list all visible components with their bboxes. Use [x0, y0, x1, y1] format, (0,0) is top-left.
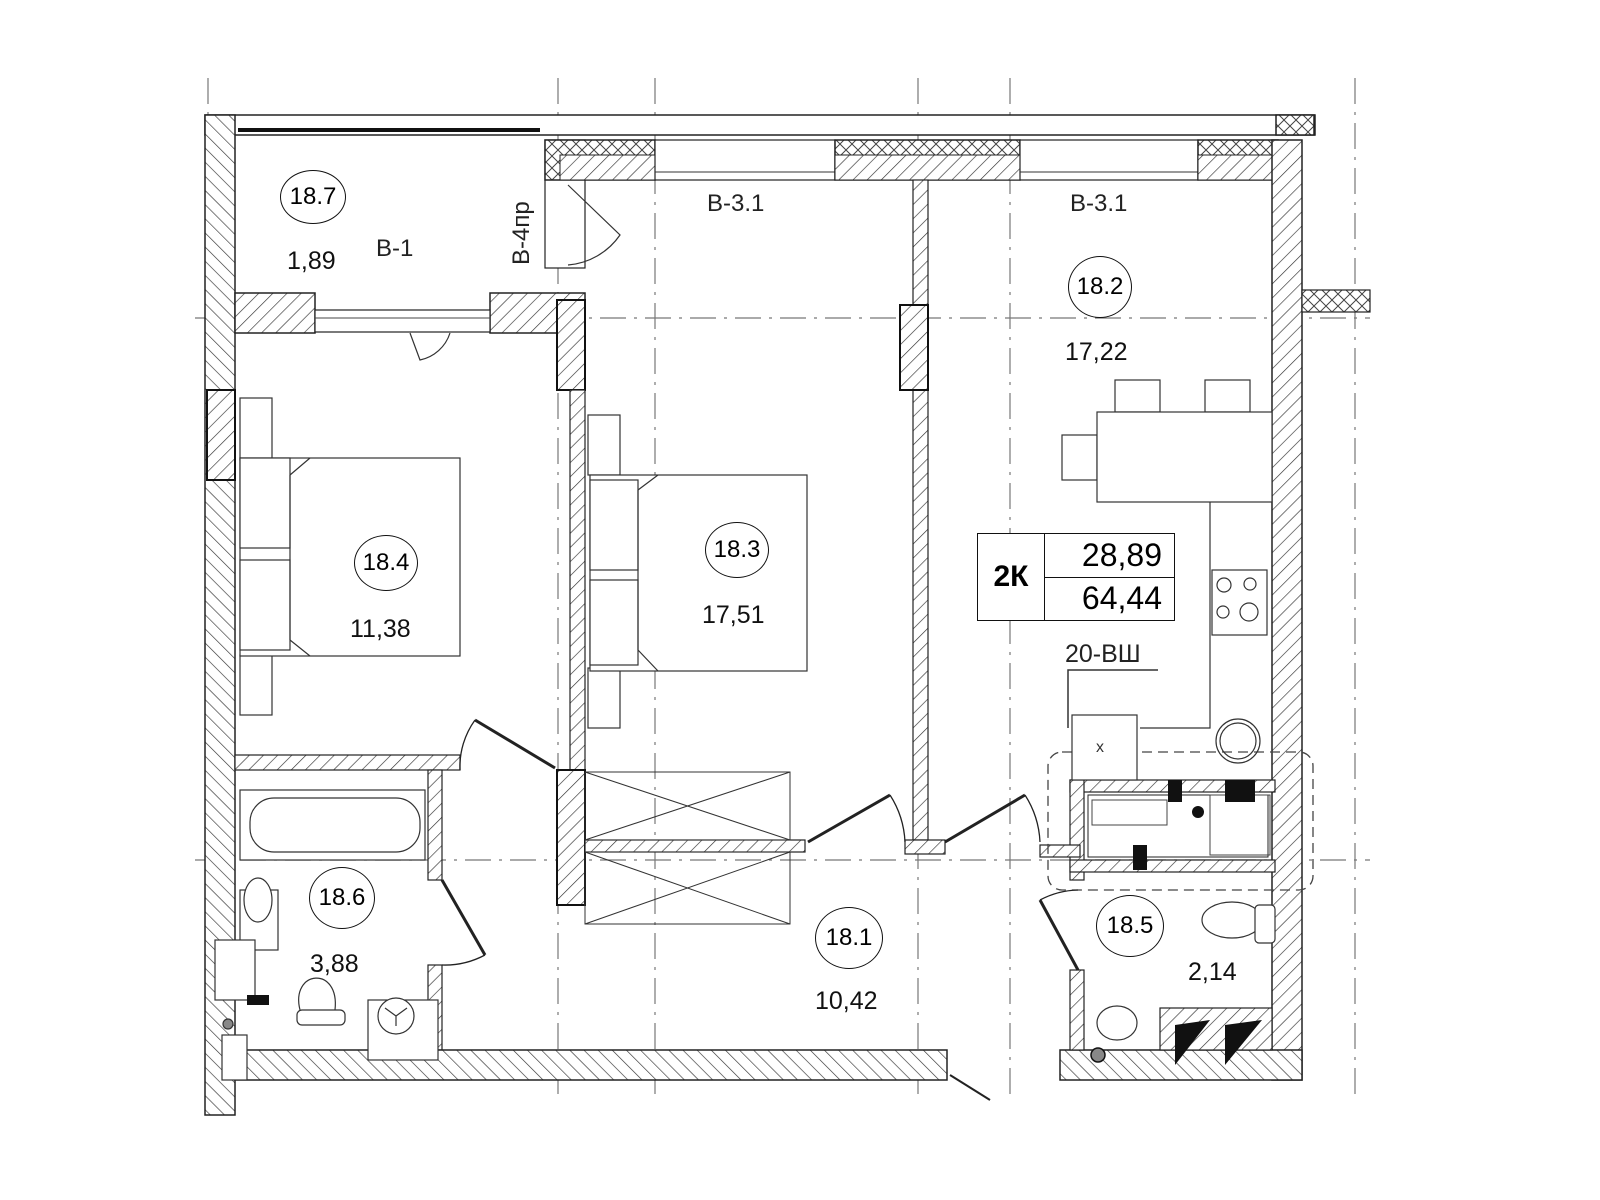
room-tag-18-2: 18.2	[1068, 256, 1132, 318]
room-tag-18-4: 18.4	[354, 535, 418, 591]
living-area: 28,89	[1045, 534, 1174, 578]
window-mark-kitchen: В-3.1	[1070, 190, 1128, 217]
room-area-18-3: 17,51	[702, 601, 765, 629]
room-tag-18-3: 18.3	[705, 522, 769, 578]
apartment-type: 2К	[978, 534, 1045, 620]
riser-label: 20-ВШ	[1065, 640, 1141, 668]
room-area-18-2: 17,22	[1065, 338, 1128, 366]
room-tag-18-6: 18.6	[309, 867, 375, 929]
room-tag-18-5: 18.5	[1096, 895, 1164, 957]
total-area: 64,44	[1081, 580, 1162, 617]
apartment-summary-box: 2К 28,89 64,44	[977, 533, 1175, 621]
window-mark-bedroom-2: В-3.1	[707, 190, 765, 217]
window-mark-balcony-door: В-4пр	[508, 201, 535, 265]
svg-text:x: x	[1096, 739, 1104, 756]
room-tag-18-1: 18.1	[815, 907, 883, 969]
room-area-18-6: 3,88	[310, 950, 359, 978]
room-area-18-4: 11,38	[350, 615, 411, 643]
room-tag-18-7: 18.7	[280, 170, 346, 224]
window-mark-balcony: В-1	[376, 235, 414, 262]
room-area-18-7: 1,89	[287, 247, 336, 275]
room-area-18-5: 2,14	[1188, 958, 1237, 986]
room-area-18-1: 10,42	[815, 987, 878, 1015]
